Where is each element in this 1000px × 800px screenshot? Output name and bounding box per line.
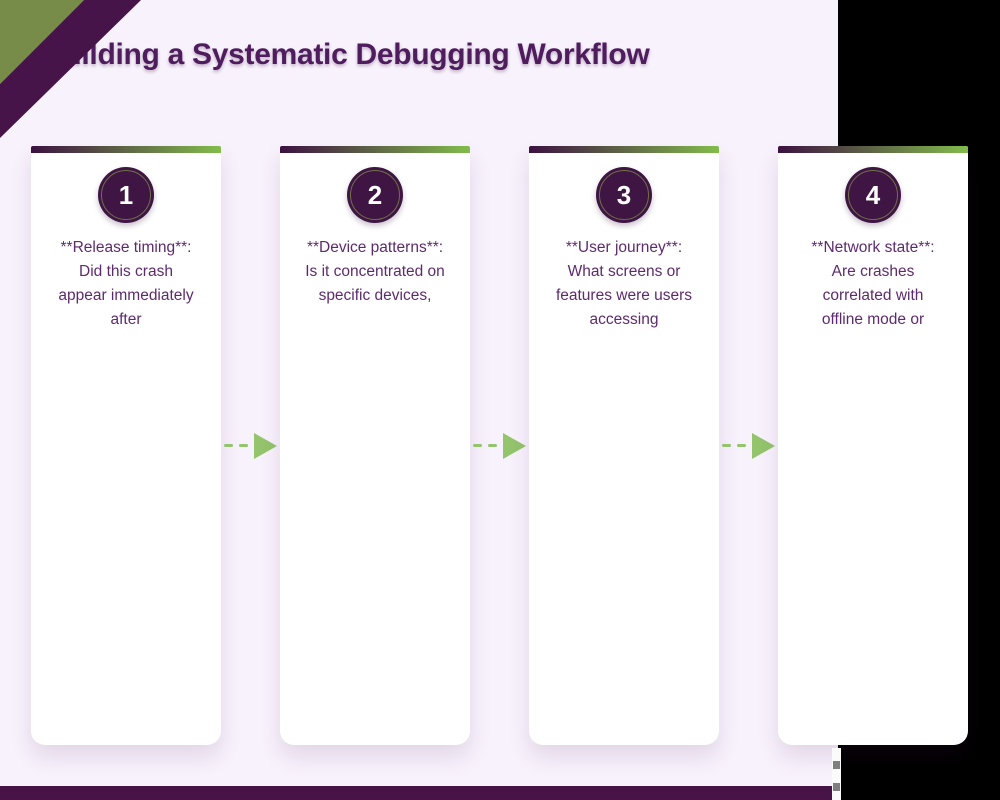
step-card-4: 4 **Network state**: Are crashes correla… bbox=[778, 146, 968, 745]
arrow-dash bbox=[473, 443, 482, 448]
workflow-steps-row: 1 **Release timing**: Did this crash app… bbox=[31, 146, 968, 745]
card-gradient-bar bbox=[778, 146, 968, 153]
flow-arrow-icon bbox=[722, 432, 775, 459]
arrow-dash bbox=[488, 443, 497, 448]
arrow-head bbox=[503, 432, 526, 459]
step-description: **Network state**: Are crashes correlate… bbox=[811, 239, 935, 328]
card-gradient-bar bbox=[280, 146, 470, 153]
step-number: 2 bbox=[367, 180, 383, 210]
flow-arrow-icon bbox=[473, 432, 526, 459]
step-number-badge: 1 bbox=[98, 167, 154, 223]
step-description: **Device patterns**: Is it concentrated … bbox=[305, 239, 445, 304]
corner-decoration bbox=[0, 0, 150, 145]
card-gradient-bar bbox=[31, 146, 221, 153]
arrow-head bbox=[752, 432, 775, 459]
connector-gap bbox=[470, 146, 529, 745]
card-gradient-bar bbox=[529, 146, 719, 153]
step-number-badge: 4 bbox=[845, 167, 901, 223]
page-title: Building a Systematic Debugging Workflow bbox=[42, 38, 650, 71]
connector-gap bbox=[221, 146, 280, 745]
arrow-head bbox=[254, 432, 277, 459]
scrollbar-track[interactable] bbox=[832, 748, 841, 800]
step-card-3: 3 **User journey**: What screens or feat… bbox=[529, 146, 719, 745]
arrow-dash bbox=[239, 443, 248, 448]
step-number: 4 bbox=[865, 180, 881, 210]
step-number-badge: 3 bbox=[596, 167, 652, 223]
step-number: 3 bbox=[616, 180, 632, 210]
scrollbar-thumb[interactable] bbox=[833, 761, 840, 769]
step-card-1: 1 **Release timing**: Did this crash app… bbox=[31, 146, 221, 745]
connector-gap bbox=[719, 146, 778, 745]
flow-arrow-icon bbox=[224, 432, 277, 459]
arrow-dash bbox=[224, 443, 233, 448]
scrollbar-thumb[interactable] bbox=[833, 783, 840, 791]
step-card-2: 2 **Device patterns**: Is it concentrate… bbox=[280, 146, 470, 745]
arrow-dash bbox=[737, 443, 746, 448]
step-description: **Release timing**: Did this crash appea… bbox=[58, 239, 194, 328]
step-description: **User journey**: What screens or featur… bbox=[555, 239, 693, 328]
footer-bar bbox=[0, 786, 838, 800]
step-number: 1 bbox=[118, 180, 134, 210]
arrow-dash bbox=[722, 443, 731, 448]
step-number-badge: 2 bbox=[347, 167, 403, 223]
